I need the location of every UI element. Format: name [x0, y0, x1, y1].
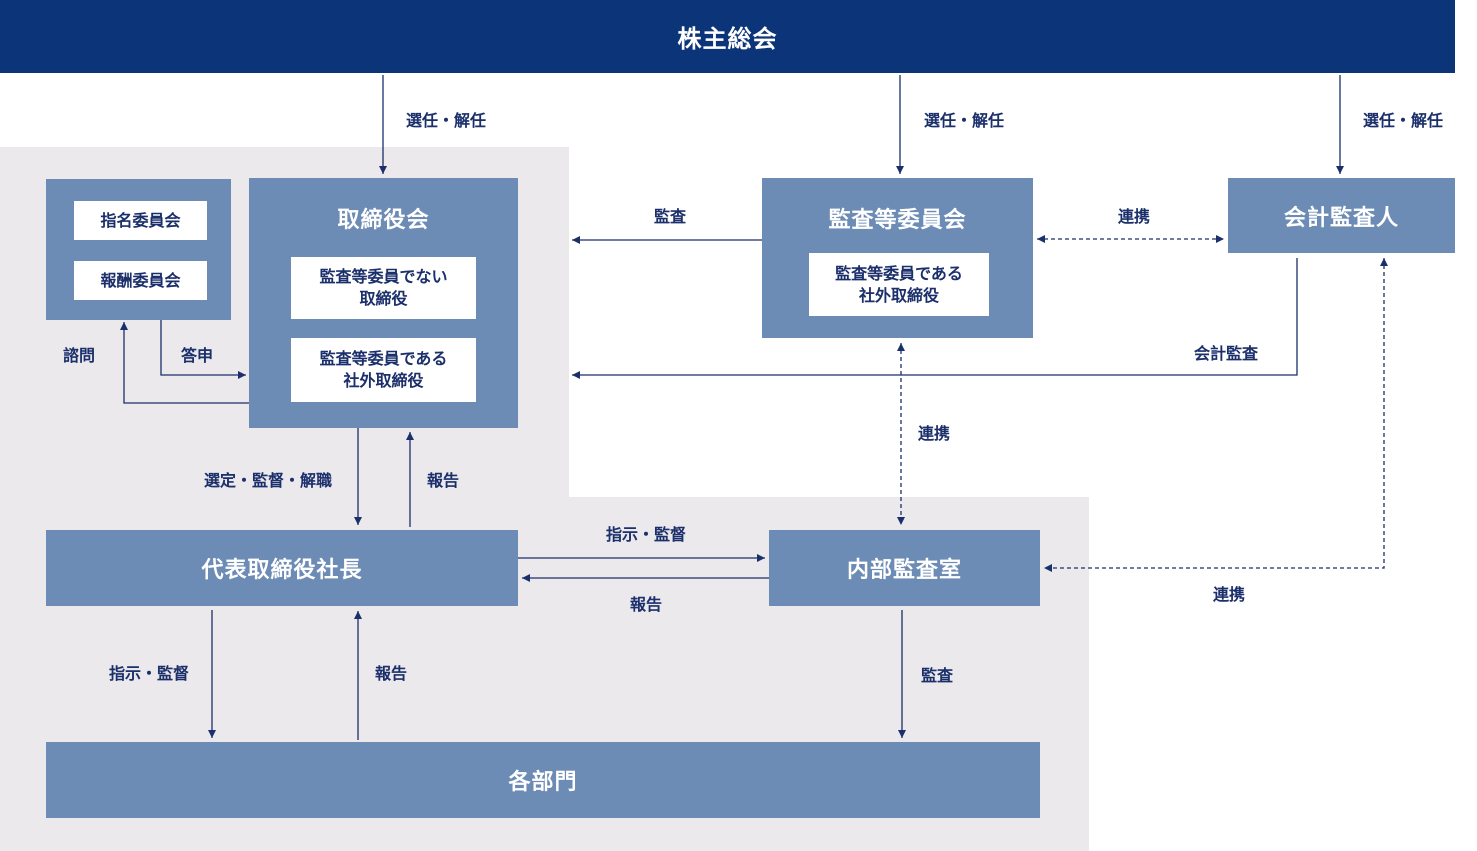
audit-committee-title: 監査等委員会 [828, 208, 967, 233]
label-report-dept: 報告 [374, 664, 408, 683]
arrow-accounting-audit [572, 258, 1298, 379]
label-report-board: 報告 [426, 471, 460, 490]
arrow-consult [120, 322, 249, 404]
label-answer: 答申 [180, 346, 214, 365]
shareholders-meeting-banner: 株主総会 [0, 0, 1455, 73]
label-appoint: 選定・監督・解職 [203, 471, 333, 490]
label-instruct-dept: 指示・監督 [108, 664, 190, 683]
arrow-answer [160, 320, 246, 379]
board-title: 取締役会 [337, 208, 430, 233]
label-elect-audit-committee: 選任・解任 [923, 111, 1005, 130]
compensation-committee: 報酬委員会 [74, 261, 207, 300]
accounting-auditor-title: 会計監査人 [1283, 205, 1399, 231]
accounting-auditor-box: 会計監査人 [1228, 178, 1455, 253]
audit-committee-box: 監査等委員会 監査等委員である 社外取締役 [762, 178, 1033, 338]
committees-box: 指名委員会 報酬委員会 [46, 179, 231, 320]
label-coop-accounting: 連携 [1212, 585, 1246, 604]
label-report-internal: 報告 [629, 595, 663, 614]
label-consult: 諮問 [62, 346, 96, 365]
president-title: 代表取締役社長 [201, 558, 363, 583]
label-elect-accounting-auditor: 選任・解任 [1362, 111, 1444, 130]
arrow-coop-accounting [1044, 258, 1388, 572]
board-of-directors-box: 取締役会 監査等委員でない 取締役 監査等委員である 社外取締役 [249, 178, 518, 428]
label-audit-dept: 監査 [920, 666, 954, 685]
nomination-committee: 指名委員会 [74, 201, 207, 240]
label-accounting-audit: 会計監査 [1193, 344, 1259, 363]
president-box: 代表取締役社長 [46, 530, 518, 606]
audit-committee-member: 監査等委員である 社外取締役 [809, 253, 989, 316]
outside-audit-director: 監査等委員である 社外取締役 [291, 338, 476, 402]
label-elect-board: 選任・解任 [405, 111, 487, 130]
departments-box: 各部門 [46, 742, 1040, 818]
non-audit-director: 監査等委員でない 取締役 [291, 257, 476, 319]
internal-audit-title: 内部監査室 [846, 558, 962, 583]
departments-title: 各部門 [508, 770, 578, 795]
label-audit-board: 監査 [653, 207, 687, 226]
label-coop-internal: 連携 [917, 424, 951, 443]
label-coop-auditor: 連携 [1117, 207, 1151, 226]
internal-audit-box: 内部監査室 [769, 530, 1040, 606]
label-instruct-internal: 指示・監督 [605, 525, 687, 544]
